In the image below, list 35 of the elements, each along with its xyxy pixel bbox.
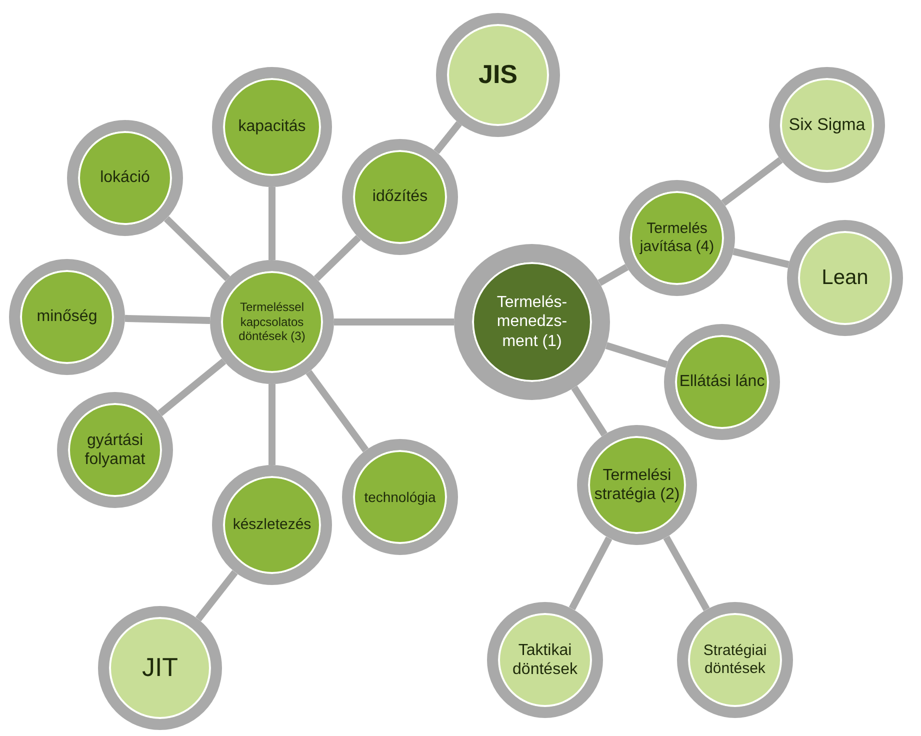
- connector-line: [195, 570, 238, 622]
- topic-label: Taktikai döntések: [512, 640, 578, 680]
- connector-line: [268, 384, 276, 465]
- connector-line: [571, 386, 608, 436]
- connector-line: [268, 187, 276, 260]
- topic-label: minőség: [36, 307, 98, 327]
- connector-line: [306, 370, 369, 452]
- topic-label: technológia: [363, 488, 437, 506]
- topic-label: Termelés javítása (4): [638, 220, 716, 256]
- topic-label: Lean: [820, 265, 870, 291]
- topic-label: Termeléssel kapcsolatos döntések (3): [238, 300, 306, 344]
- topic-label: JIT: [140, 652, 180, 684]
- topic-label: gyártási folyamat: [84, 430, 146, 470]
- connector-line: [124, 314, 210, 324]
- connector-line: [434, 121, 462, 154]
- topic-label: Termelés-menedzs-ment (1): [496, 293, 568, 351]
- topic-label: Ellátási lánc: [678, 372, 766, 392]
- connector-line: [732, 248, 790, 268]
- topic-label: JIS: [477, 59, 519, 91]
- topic-label: kapacitás: [237, 117, 307, 137]
- connector-line: [663, 536, 710, 612]
- connector-line: [334, 318, 454, 326]
- connector-line: [568, 536, 612, 610]
- connector-line: [605, 342, 668, 368]
- connector-line: [721, 157, 783, 206]
- topic-label: lokáció: [99, 168, 151, 188]
- topic-label: Six Sigma: [788, 114, 866, 136]
- topic-label: készletezés: [232, 516, 312, 534]
- connector-line: [164, 216, 230, 282]
- topic-label: időzítés: [371, 187, 429, 207]
- connector-line: [158, 358, 226, 416]
- connector-line: [314, 235, 361, 282]
- topic-label: Termelési stratégia (2): [593, 466, 681, 504]
- topic-label: Stratégiai döntések: [702, 642, 768, 678]
- connector-line: [598, 264, 629, 286]
